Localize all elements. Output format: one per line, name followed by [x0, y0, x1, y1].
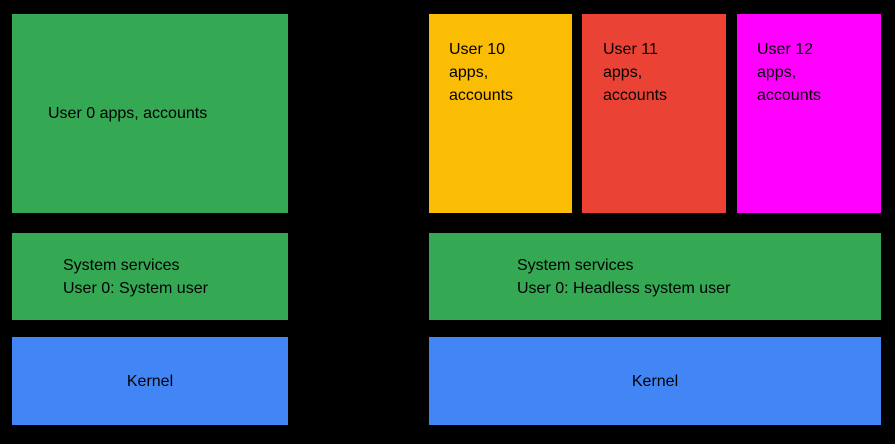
right-system-services-line1: System services: [517, 256, 634, 274]
right-system-services-box: System services User 0: Headless system …: [429, 233, 881, 320]
user12-apps-label: User 12 apps, accounts: [757, 41, 822, 104]
user10-apps-label: User 10 apps, accounts: [449, 41, 514, 104]
user12-apps-box: User 12 apps, accounts: [737, 14, 881, 213]
left-system-services-box: System services User 0: System user: [12, 233, 288, 320]
left-kernel-box: Kernel: [12, 337, 288, 425]
user11-apps-box: User 11 apps, accounts: [582, 14, 726, 213]
left-system-services-line1: System services: [63, 256, 180, 274]
user10-apps-box: User 10 apps, accounts: [429, 14, 572, 213]
right-kernel-label: Kernel: [631, 372, 679, 390]
left-user0-apps-box: User 0 apps, accounts: [12, 14, 288, 213]
left-system-user-line2: User 0: System user: [63, 279, 208, 297]
left-kernel-label: Kernel: [126, 372, 174, 390]
right-kernel-box: Kernel: [429, 337, 881, 425]
left-user0-apps-label: User 0 apps, accounts: [48, 105, 208, 122]
user11-apps-label: User 11 apps, accounts: [603, 41, 668, 104]
right-headless-user-line2: User 0: Headless system user: [517, 279, 731, 297]
